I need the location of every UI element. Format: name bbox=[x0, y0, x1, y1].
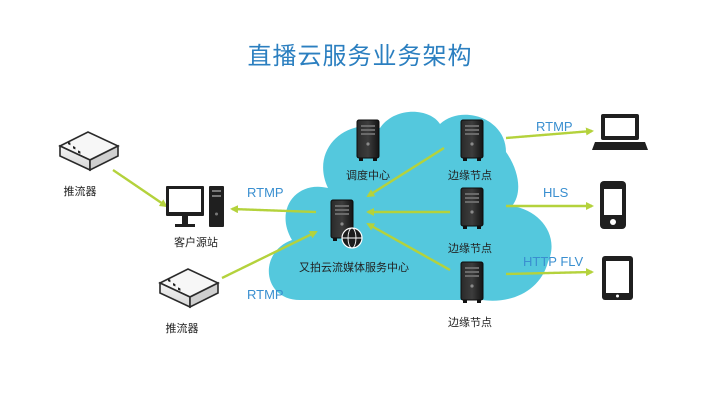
server-tower-icon bbox=[356, 119, 380, 162]
encoder-box-icon bbox=[159, 268, 219, 308]
arrow-edge3-to-tablet bbox=[505, 268, 594, 277]
arrow-edge1-to-media bbox=[366, 146, 445, 198]
label-media-center: 又拍云流媒体服务中心 bbox=[299, 261, 409, 274]
label-client-station: 客户源站 bbox=[174, 236, 218, 249]
label-edge-node-2: 边缘节点 bbox=[448, 242, 492, 255]
label-pusher-top: 推流器 bbox=[63, 185, 97, 198]
protocol-left-bottom: RTMP bbox=[247, 287, 284, 302]
protocol-right-top: RTMP bbox=[536, 119, 573, 134]
protocol-right-middle: HLS bbox=[543, 185, 569, 200]
label-dispatch-center: 调度中心 bbox=[346, 169, 390, 182]
server-tower-icon bbox=[460, 119, 484, 162]
connection-arrows bbox=[112, 127, 594, 280]
server-tower-icon bbox=[460, 261, 484, 304]
tablet-icon bbox=[602, 256, 633, 300]
diagram-title: 直播云服务业务架构 bbox=[247, 42, 473, 70]
encoder-box-icon bbox=[59, 131, 119, 171]
arrow-edge3-to-media bbox=[366, 222, 451, 272]
protocol-left-top: RTMP bbox=[247, 185, 284, 200]
desktop-computer-icon bbox=[166, 186, 224, 227]
label-pusher-bottom: 推流器 bbox=[165, 322, 199, 335]
arrow-edge1-to-laptop bbox=[505, 127, 594, 140]
laptop-icon bbox=[592, 114, 648, 150]
label-edge-node-1: 边缘节点 bbox=[448, 169, 492, 182]
smartphone-icon bbox=[600, 181, 626, 229]
arrow-media-to-client bbox=[230, 205, 317, 214]
globe-icon bbox=[341, 227, 363, 249]
label-edge-node-3: 边缘节点 bbox=[448, 316, 492, 329]
arrow-pusher-to-client bbox=[112, 169, 168, 208]
server-tower-icon bbox=[460, 187, 484, 230]
protocol-right-bottom: HTTP FLV bbox=[523, 254, 584, 269]
arrow-pusher-to-media bbox=[221, 230, 318, 280]
